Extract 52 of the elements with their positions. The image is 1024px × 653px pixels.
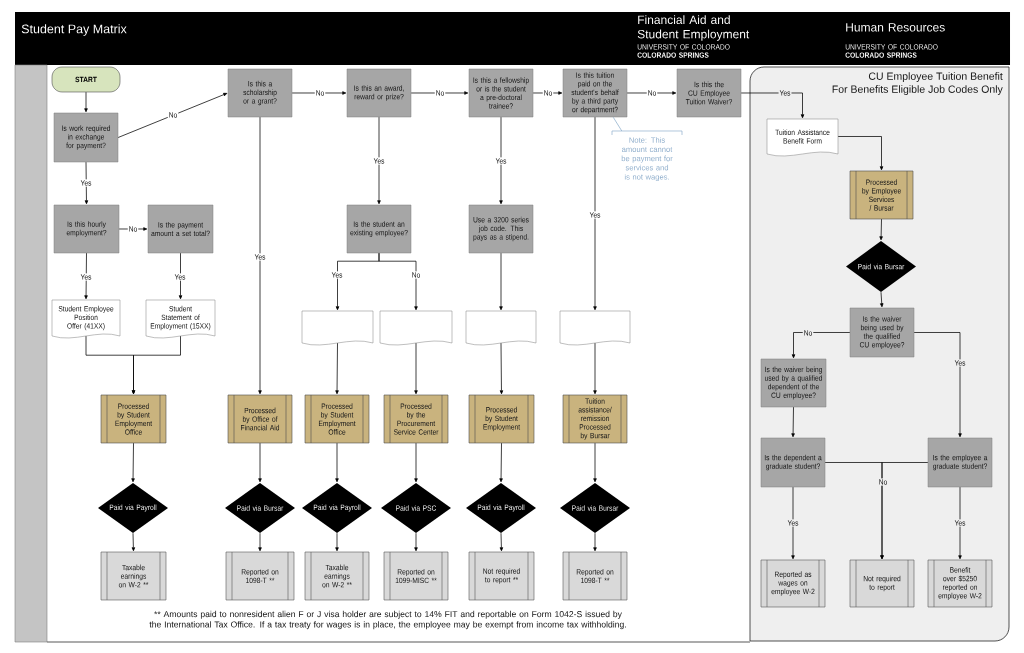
arrow [414, 342, 418, 395]
arrow [335, 342, 339, 395]
footnote: ** Amounts paid to nonresident alien F or J visa holder are subject to 14% FIT and reportable on Form 1042-S issued by the International Tax Office. If a tax treaty for wages is in place, the employee may be exempt from income tax withholding. [149, 610, 626, 630]
document [379, 310, 453, 346]
arrow [258, 442, 262, 483]
arrow [131, 442, 135, 483]
arrow [593, 532, 597, 552]
arrow [499, 532, 504, 552]
arrow [335, 442, 339, 483]
arrow [131, 532, 136, 552]
arrow [84, 161, 89, 205]
arrow [117, 92, 228, 138]
document [465, 310, 537, 346]
arrow [913, 332, 962, 438]
arrow [258, 532, 262, 552]
arrow [958, 486, 962, 560]
document [559, 310, 631, 346]
arrow [791, 486, 795, 560]
document [301, 310, 374, 346]
arrow [84, 91, 88, 113]
arrow [532, 91, 563, 95]
arrow [410, 91, 469, 95]
arrow [593, 442, 597, 483]
department-name: Human Resources [846, 23, 945, 32]
arrow [880, 291, 884, 308]
arrow [291, 91, 347, 95]
arrow [84, 252, 88, 300]
leader-line [612, 116, 623, 132]
arrow [626, 91, 677, 95]
arrow [258, 116, 262, 395]
arrow [499, 442, 503, 483]
arrow [118, 227, 148, 231]
arrow [499, 342, 504, 395]
arrow [791, 332, 851, 359]
arrow [837, 136, 884, 171]
arrow [593, 116, 597, 311]
arrow [499, 252, 503, 311]
arrow [377, 116, 381, 205]
arrow [499, 116, 503, 205]
arrow [414, 532, 418, 552]
arrow [740, 92, 805, 119]
title: Student Pay Matrix [21, 24, 127, 36]
arrow [178, 252, 183, 300]
arrow [791, 406, 795, 438]
arrow [335, 532, 339, 552]
arrow [378, 252, 418, 311]
arrow [414, 442, 418, 483]
department-name: Financial Aid and Student Employment [637, 15, 750, 41]
arrow [880, 462, 929, 560]
arrow [593, 342, 597, 395]
arrow [879, 218, 883, 241]
arrow [131, 335, 181, 395]
